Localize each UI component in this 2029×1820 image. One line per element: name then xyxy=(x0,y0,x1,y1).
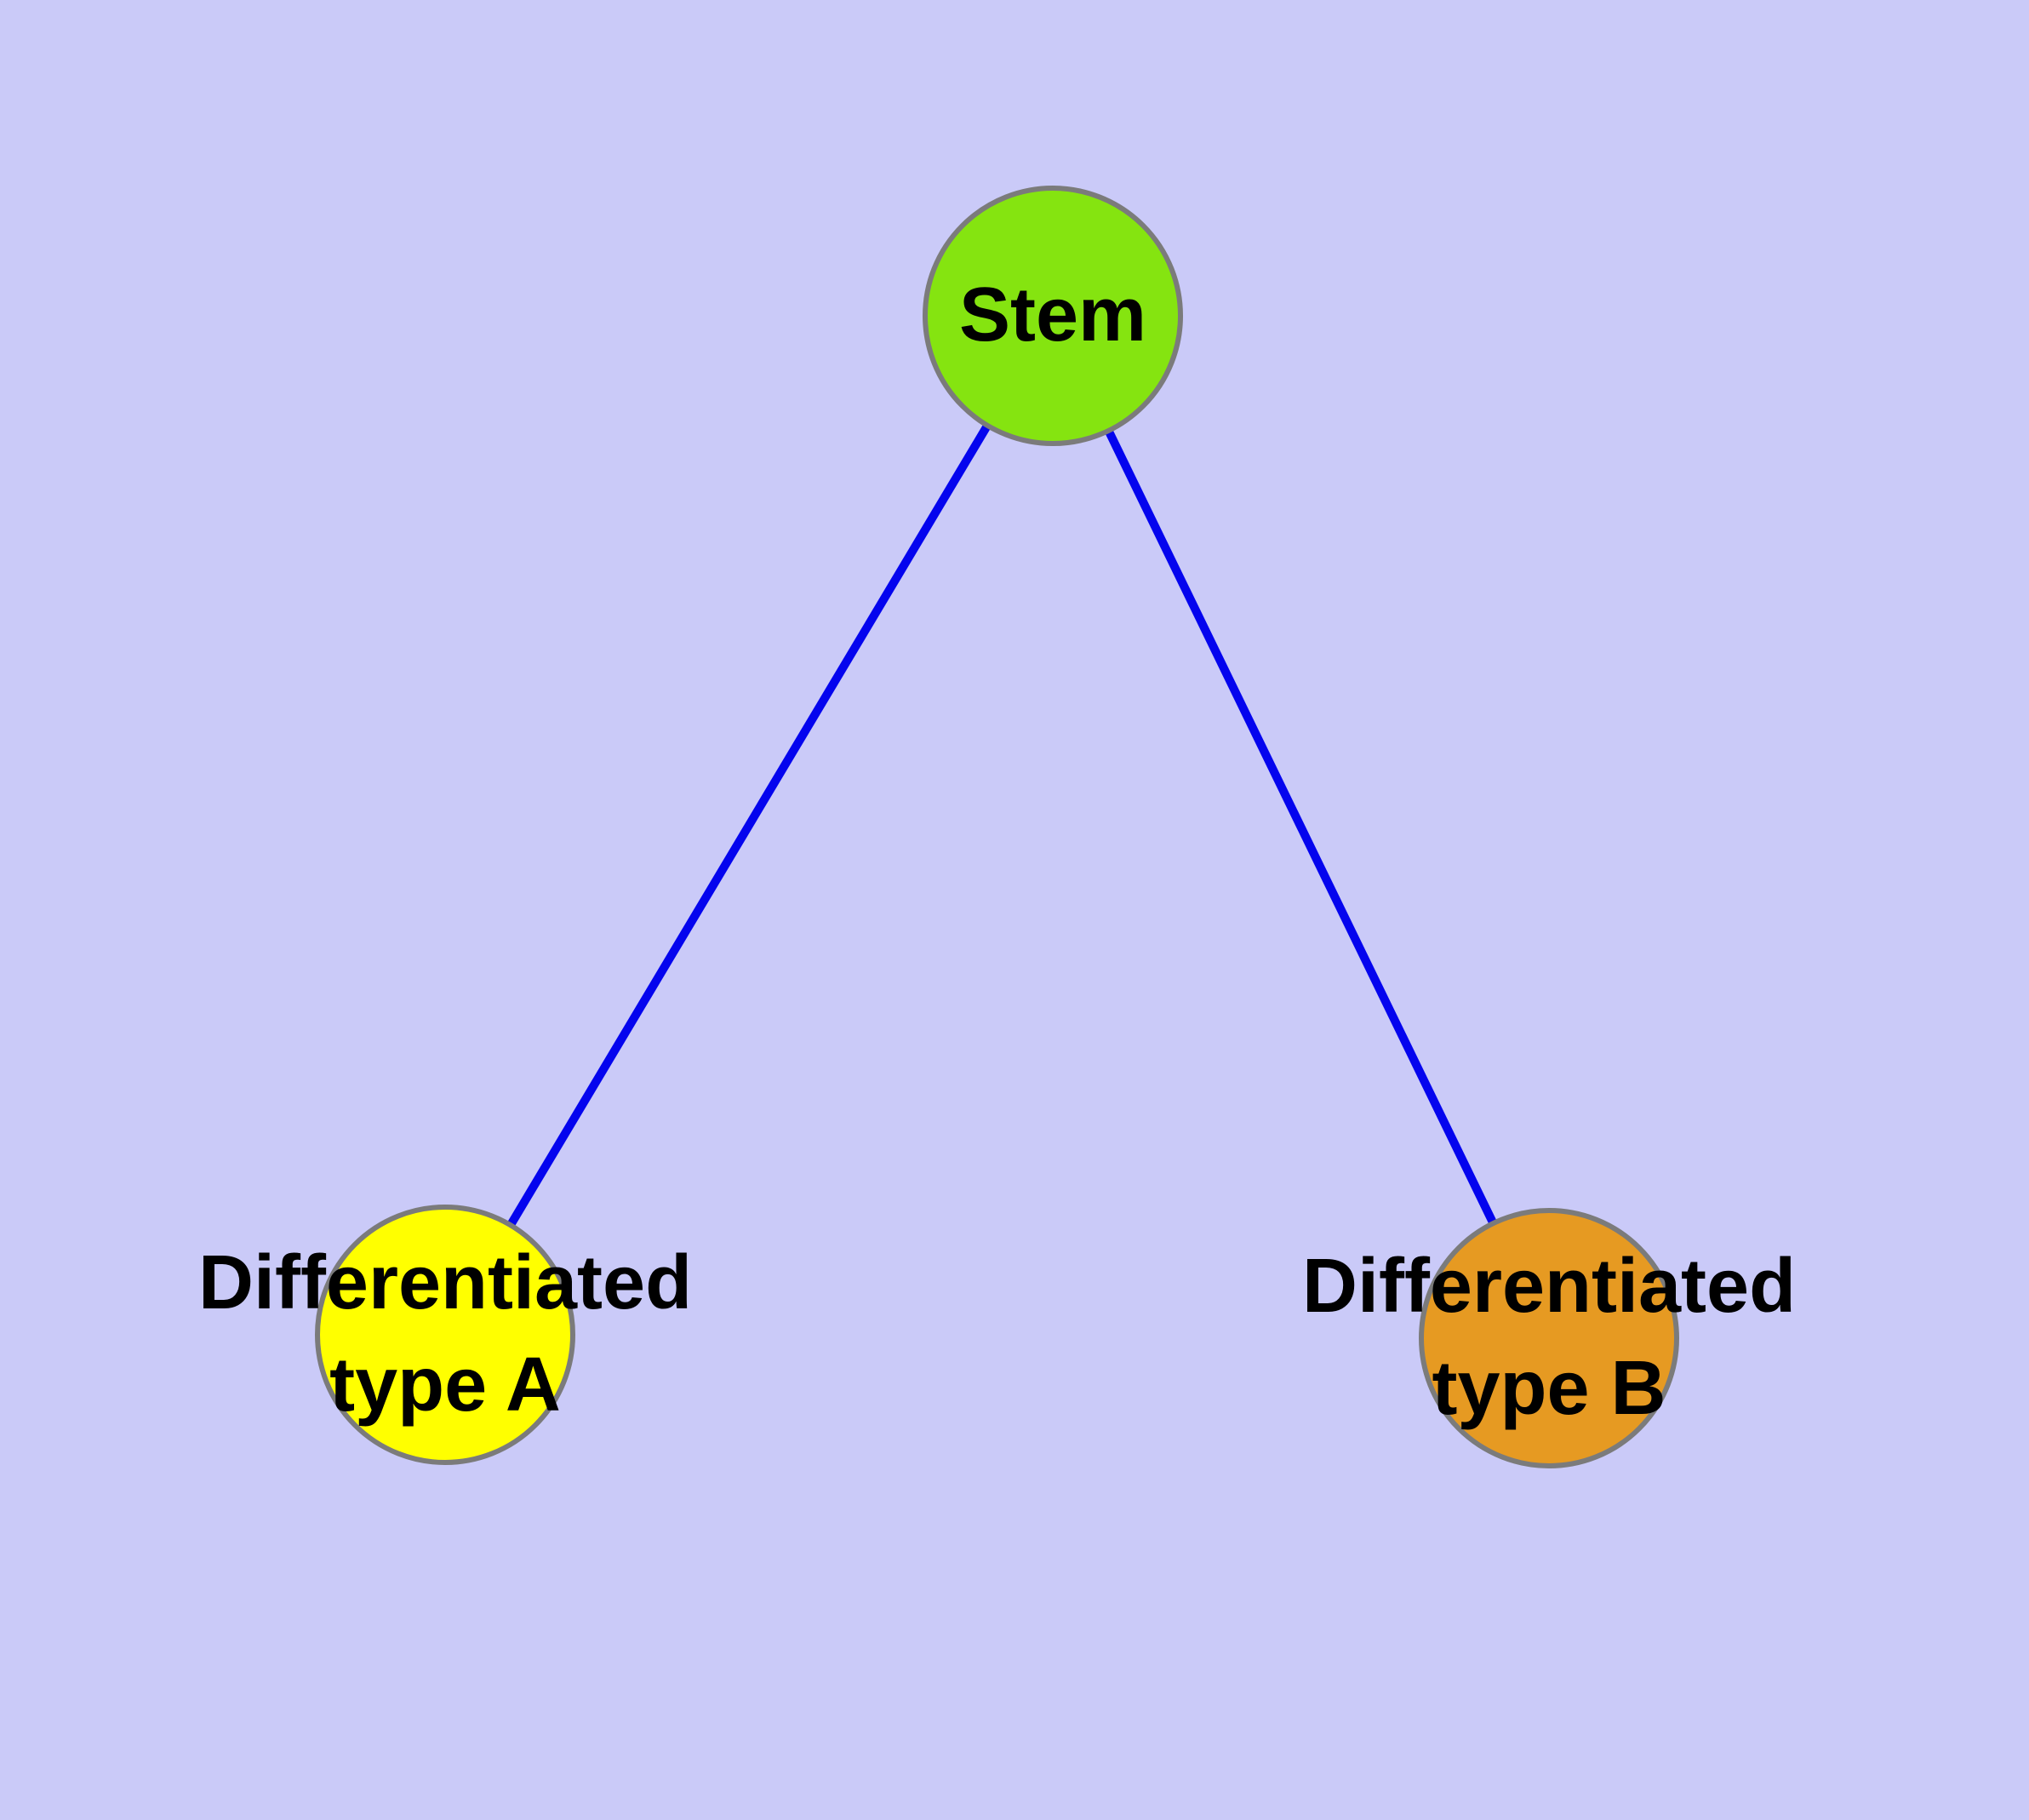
node-stem-label: Stem xyxy=(958,272,1147,358)
edge-stem-to-typeA xyxy=(441,313,1057,1337)
node-stem: Stem xyxy=(923,186,1183,446)
node-differentiated-type-b: Differentiated type B xyxy=(1302,1208,1796,1468)
edge-stem-to-typeB xyxy=(1049,313,1553,1341)
node-differentiated-type-a: Differentiated type A xyxy=(198,1205,692,1465)
